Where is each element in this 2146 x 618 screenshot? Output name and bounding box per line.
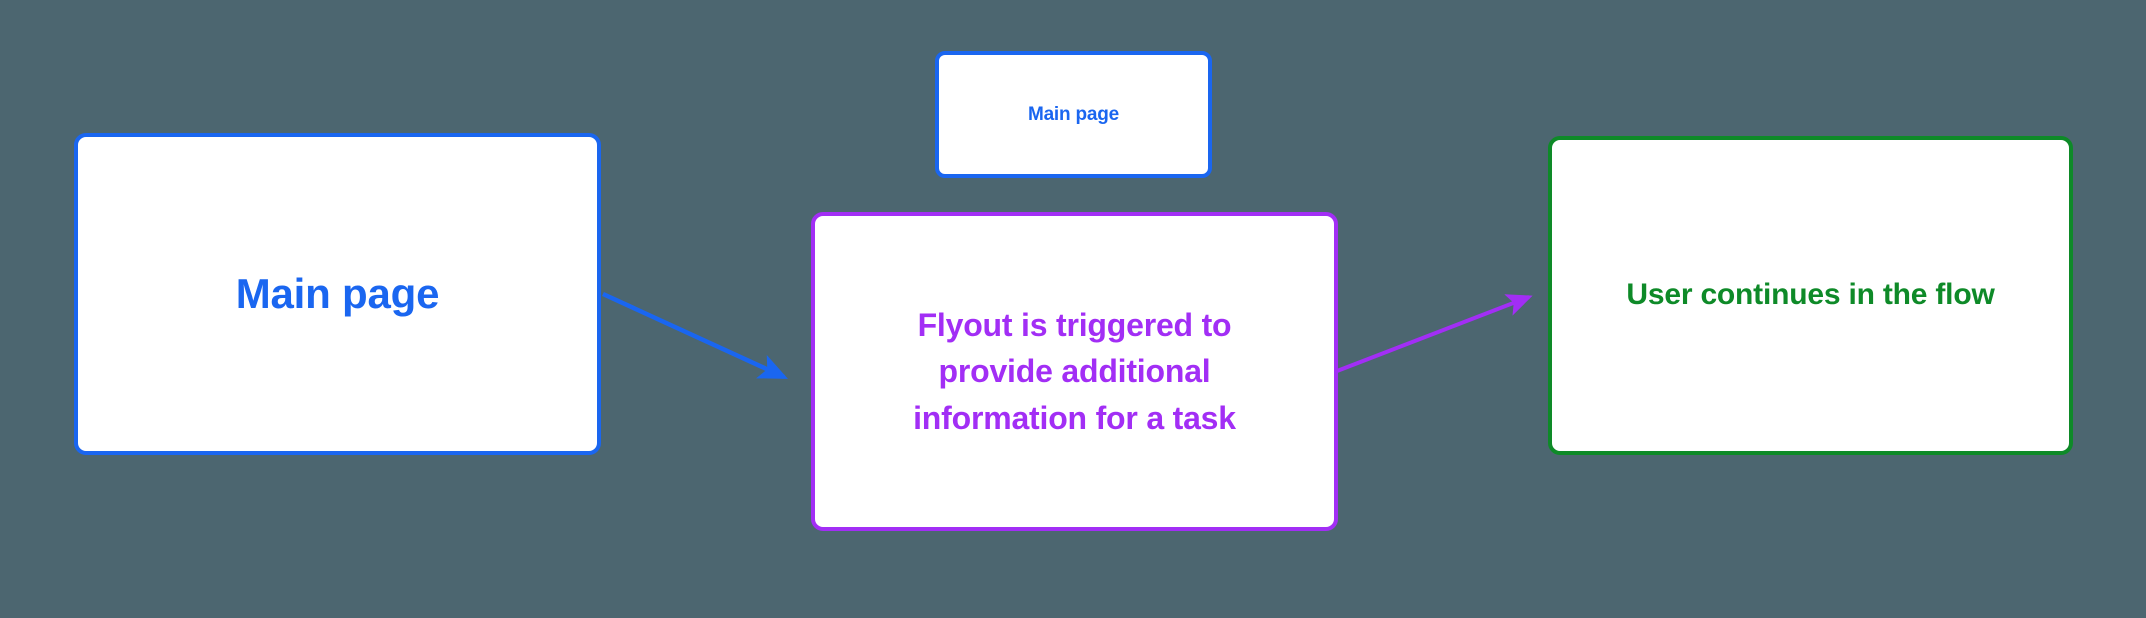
- node-main-page-small[interactable]: Main page: [935, 51, 1212, 178]
- node-main-page-small-label: Main page: [1027, 103, 1120, 125]
- node-flyout[interactable]: Flyout is triggered to provide additiona…: [811, 212, 1338, 531]
- connector-flyout-to-user-continues: [1336, 294, 1533, 373]
- node-flyout-label: Flyout is triggered to provide additiona…: [913, 307, 1236, 436]
- node-main-page[interactable]: Main page: [74, 133, 601, 455]
- connector-main-page-to-flyout: [602, 291, 788, 380]
- node-main-page-label: Main page: [235, 270, 440, 318]
- node-user-continues[interactable]: User continues in the flow: [1548, 136, 2073, 455]
- node-user-continues-label: User continues in the flow: [1626, 278, 1995, 312]
